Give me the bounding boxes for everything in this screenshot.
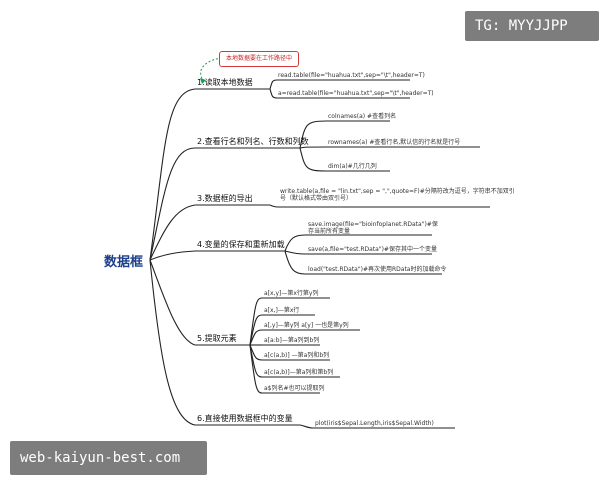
watermark-tg: TG: MYYJJPP: [465, 11, 599, 41]
leaf-5-3: a[,y]—第y列 a[y] 一也是第y列: [264, 322, 349, 329]
leaf-5-1: a[x,y]—第x行第y列: [264, 290, 319, 297]
connector-root-branch-1: [149, 88, 196, 261]
leaf-6-1: plot(iris$Sepal.Length,iris$Sepal.Width): [315, 420, 434, 427]
leaf-3-1: write.table(a,file = "lin.txt",sep = ","…: [280, 188, 515, 202]
connector-root-branch-3: [149, 204, 196, 261]
leaf-1-2: a=read.table(file="huahua.txt",sep="\t",…: [278, 90, 434, 97]
connector-root-branch-6: [149, 259, 196, 426]
leaf-5-6: a[c(a,b)]—第a列和第b列: [264, 369, 334, 376]
leaf-5-5: a[c(a,b)] —第a列和b列: [264, 352, 330, 359]
connector-root-branch-5: [149, 259, 196, 346]
mindmap-root: 数据框: [104, 255, 144, 270]
branch-5-label: 5.提取元素: [197, 334, 237, 343]
leaf-1-1: read.table(file="huahua.txt",sep="\t",he…: [278, 72, 425, 79]
branch-1-label: 1.读取本地数据: [197, 78, 253, 87]
leaf-2-3: dim(a)#几行几列: [328, 163, 377, 170]
leaf-4-1: save.image(file="bioinfoplanet.RData")#保…: [308, 221, 438, 235]
leaf-2-2: rownames(a) #查看行名,默认信的行名就是行号: [328, 139, 461, 146]
branch-2-label: 2.查看行名和列名、行数和列数: [197, 137, 309, 146]
callout-note: 本地数据要在工作路径中: [219, 51, 299, 67]
branch-3-label: 3.数据框的导出: [197, 194, 253, 203]
leaf-5-2: a[x,]—第x行: [264, 307, 300, 314]
callout-arrow: [200, 57, 223, 81]
branch-4-label: 4.变量的保存和重新加载: [197, 240, 285, 249]
leaf-4-2: save(a,file="test.RData")#保存其中一个变量: [308, 246, 437, 253]
leaf-2-1: colnames(a) #查看列名: [328, 113, 397, 120]
leaf-5-4: a[a:b]—第a列到b列: [264, 337, 320, 344]
connector-root-branch-2: [149, 147, 196, 261]
branch-6-label: 6.直接使用数据框中的变量: [197, 414, 293, 423]
leaf-4-3: load("test.RData")#再次使用RData时的加载命令: [308, 266, 447, 273]
connector-root-branch-4: [149, 250, 196, 261]
watermark-site: web-kaiyun-best.com: [10, 441, 207, 475]
leaf-5-7: a$列名#也可以提取列: [264, 385, 325, 392]
